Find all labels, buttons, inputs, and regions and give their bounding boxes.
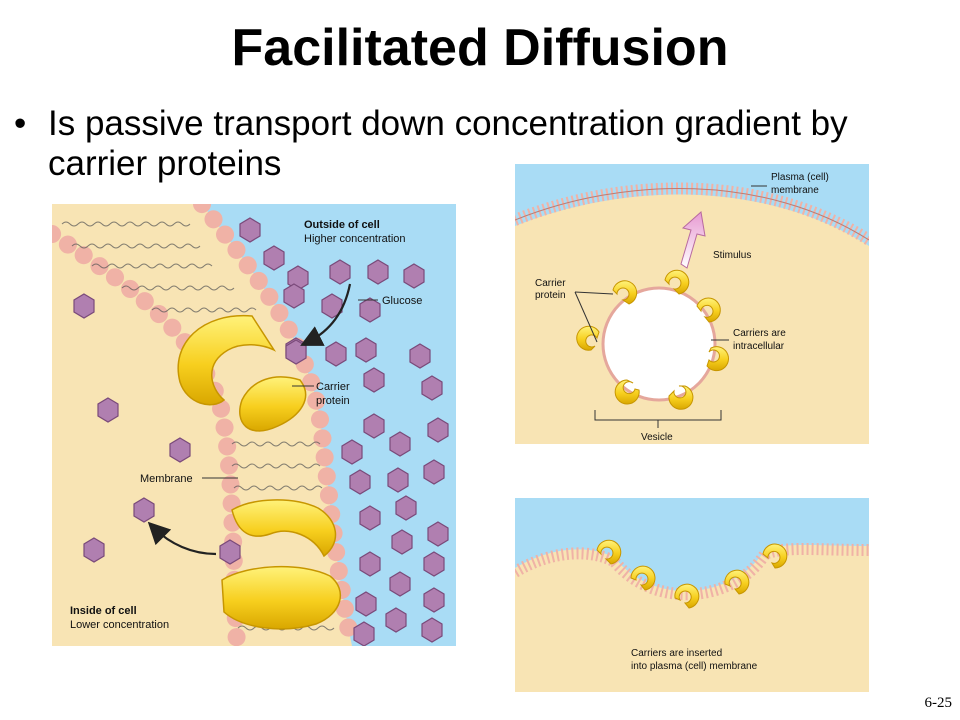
arrow-glucose-into-carrier xyxy=(300,283,352,346)
glucose-label: Glucose xyxy=(382,295,422,307)
left-figure: Outside of cell Higher concentration Glu… xyxy=(52,204,456,646)
carrier-label-top-1: Carrier xyxy=(535,278,566,289)
carriers-intracellular-2: intracellular xyxy=(733,341,785,352)
membrane-label: Membrane xyxy=(140,473,193,485)
inserted-carriers xyxy=(596,539,788,609)
outside-cell-subtitle: Higher concentration xyxy=(304,233,406,245)
leader-carrier-top2 xyxy=(574,291,614,295)
inside-cell-subtitle: Lower concentration xyxy=(70,619,169,631)
inserted-caption-1: Carriers are inserted xyxy=(631,648,722,659)
carrier-label-line1: Carrier xyxy=(316,381,350,393)
carrier-protein-open-outside xyxy=(177,314,307,432)
slide-title: Facilitated Diffusion xyxy=(231,19,729,77)
vesicle-carriers xyxy=(576,269,729,410)
vesicle-label: Vesicle xyxy=(641,432,673,443)
bottom-right-figure: Carriers are inserted into plasma (cell)… xyxy=(515,498,869,692)
vesicle xyxy=(601,286,717,402)
leader-carrier-top xyxy=(574,291,598,343)
plasma-membrane-bottom xyxy=(515,543,869,601)
stimulus-label: Stimulus xyxy=(713,250,751,261)
plasma-membrane-label-1: Plasma (cell) xyxy=(771,172,829,183)
extracellular-region-bottom xyxy=(515,498,869,592)
stimulus-arrow xyxy=(680,211,706,269)
bullet-text: Is passive transport down concentration … xyxy=(48,104,848,183)
outside-cell-title: Outside of cell xyxy=(304,219,380,231)
carrier-protein-open-inside xyxy=(221,499,341,630)
arrow-glucose-release xyxy=(147,521,217,556)
membrane-outer-heads xyxy=(193,204,361,646)
carriers-intracellular-1: Carriers are xyxy=(733,328,786,339)
inserted-caption-2: into plasma (cell) membrane xyxy=(631,661,758,672)
glucose-molecules xyxy=(73,217,449,646)
plasma-membrane-label-2: membrane xyxy=(771,185,819,196)
slide-number: 6-25 xyxy=(924,695,953,711)
vesicle-bracket xyxy=(594,410,722,428)
carrier-label-line2: protein xyxy=(316,395,350,407)
bullet-marker: • xyxy=(14,104,27,143)
top-right-figure: Plasma (cell) membrane Stimulus Carrier … xyxy=(515,164,869,444)
inside-cell-title: Inside of cell xyxy=(70,605,137,617)
carrier-label-top-2: protein xyxy=(535,290,566,301)
